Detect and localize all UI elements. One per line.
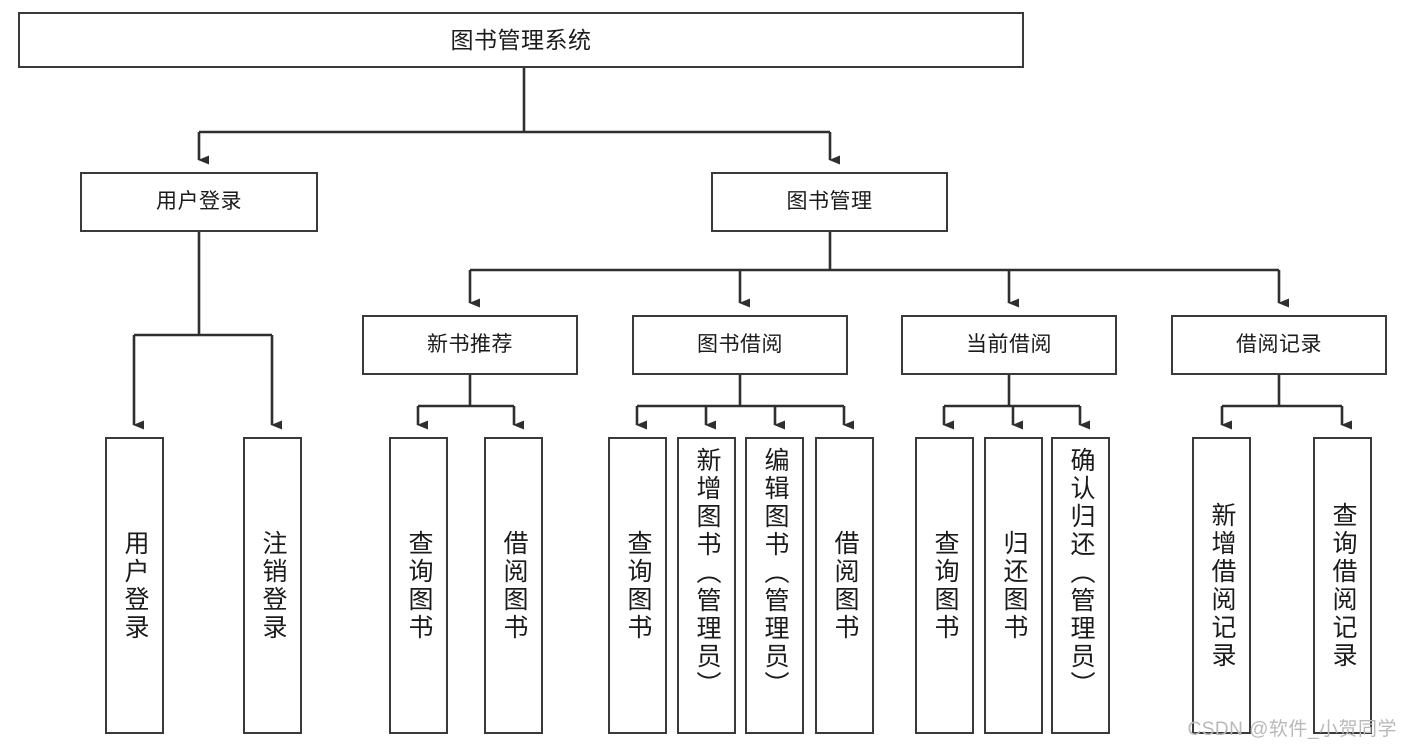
node-borrow-record-label: 借阅记录 — [1236, 332, 1322, 356]
node-book-management[interactable]: 图书管理 — [711, 172, 948, 232]
node-current-borrow-label: 当前借阅 — [966, 332, 1052, 356]
leaf-borrow-record-query-label: 查询借阅记录 — [1329, 501, 1357, 670]
leaf-borrow-record-add-label: 新增借阅记录 — [1208, 501, 1236, 670]
leaf-book-borrow-borrow[interactable]: 借阅图书 — [815, 437, 874, 734]
leaf-user-login-login[interactable]: 用户登录 — [105, 437, 164, 734]
leaf-book-borrow-query[interactable]: 查询图书 — [608, 437, 667, 734]
leaf-new-book-query[interactable]: 查询图书 — [389, 437, 448, 734]
leaf-book-borrow-edit-label: 编辑图书（管理员） — [761, 447, 789, 699]
leaf-current-borrow-query-label: 查询图书 — [931, 529, 959, 642]
leaf-book-borrow-query-label: 查询图书 — [624, 529, 652, 642]
watermark: CSDN @软件_小贺同学 — [1187, 719, 1397, 740]
node-user-login-label: 用户登录 — [156, 189, 242, 213]
leaf-new-book-borrow-label: 借阅图书 — [500, 529, 528, 642]
node-new-book-recommend-label: 新书推荐 — [427, 332, 513, 356]
leaf-current-borrow-return[interactable]: 归还图书 — [984, 437, 1043, 734]
leaf-current-borrow-query[interactable]: 查询图书 — [915, 437, 974, 734]
leaf-user-login-logout[interactable]: 注销登录 — [243, 437, 302, 734]
node-root[interactable]: 图书管理系统 — [18, 12, 1024, 68]
leaf-new-book-borrow[interactable]: 借阅图书 — [484, 437, 543, 734]
leaf-current-borrow-confirm-return-label: 确认归还（管理员） — [1067, 447, 1095, 699]
node-root-label: 图书管理系统 — [450, 26, 592, 53]
leaf-book-borrow-borrow-label: 借阅图书 — [831, 529, 859, 642]
leaf-borrow-record-add[interactable]: 新增借阅记录 — [1192, 437, 1251, 734]
node-user-login[interactable]: 用户登录 — [80, 172, 318, 232]
leaf-current-borrow-confirm-return[interactable]: 确认归还（管理员） — [1051, 437, 1110, 734]
leaf-book-borrow-add-label: 新增图书（管理员） — [693, 447, 721, 699]
leaf-book-borrow-add[interactable]: 新增图书（管理员） — [677, 437, 736, 734]
leaf-user-login-logout-label: 注销登录 — [259, 529, 287, 642]
node-current-borrow[interactable]: 当前借阅 — [901, 315, 1117, 375]
leaf-user-login-login-label: 用户登录 — [121, 529, 149, 642]
node-borrow-record[interactable]: 借阅记录 — [1171, 315, 1387, 375]
leaf-book-borrow-edit[interactable]: 编辑图书（管理员） — [745, 437, 804, 734]
leaf-new-book-query-label: 查询图书 — [405, 529, 433, 642]
leaf-current-borrow-return-label: 归还图书 — [1000, 529, 1028, 642]
node-book-management-label: 图书管理 — [786, 189, 873, 213]
leaf-borrow-record-query[interactable]: 查询借阅记录 — [1313, 437, 1372, 734]
node-new-book-recommend[interactable]: 新书推荐 — [362, 315, 578, 375]
node-book-borrow-label: 图书借阅 — [697, 332, 783, 356]
node-book-borrow[interactable]: 图书借阅 — [632, 315, 848, 375]
